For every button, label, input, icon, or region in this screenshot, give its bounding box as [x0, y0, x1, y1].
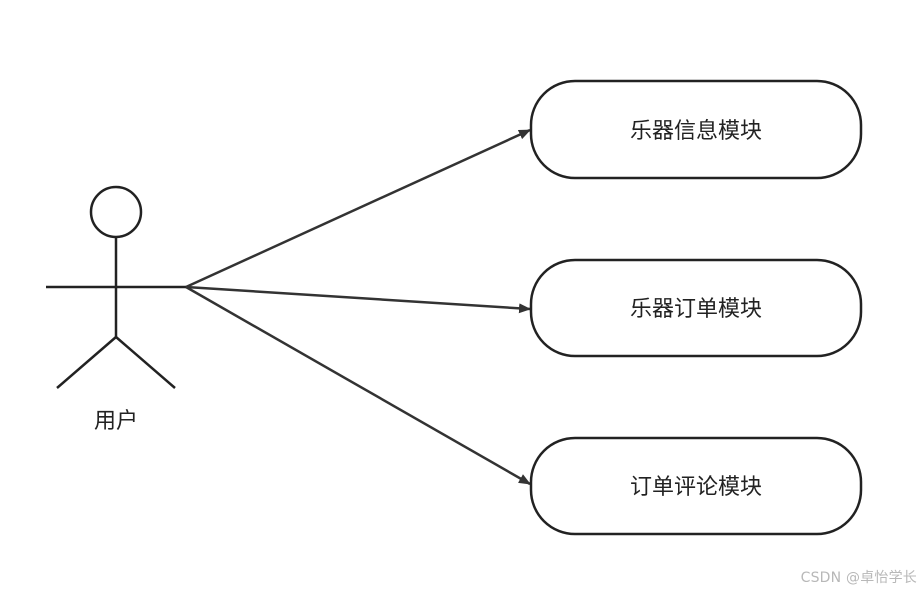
actor-head — [89, 185, 143, 239]
use-case-label: 乐器信息模块 — [630, 119, 762, 144]
actor-label: 用户 — [94, 409, 138, 434]
use-case-label: 乐器订单模块 — [630, 297, 762, 322]
association-arrow-1 — [185, 128, 531, 289]
actor-icon — [46, 185, 186, 389]
use-case-label: 订单评论模块 — [630, 475, 762, 500]
association-arrow-2 — [185, 285, 531, 314]
use-case-1: 乐器信息模块 — [529, 79, 863, 180]
use-case-2: 乐器订单模块 — [529, 258, 863, 358]
association-arrow-3 — [185, 285, 531, 486]
use-case-box — [529, 79, 863, 180]
use-case-box — [529, 258, 863, 358]
use-case-3: 订单评论模块 — [529, 436, 863, 536]
associations — [185, 128, 531, 486]
watermark: CSDN @卓怡学长 — [800, 570, 917, 586]
use-case-box — [529, 436, 863, 536]
actor-left-leg — [56, 336, 117, 389]
actor-right-leg — [115, 336, 176, 389]
